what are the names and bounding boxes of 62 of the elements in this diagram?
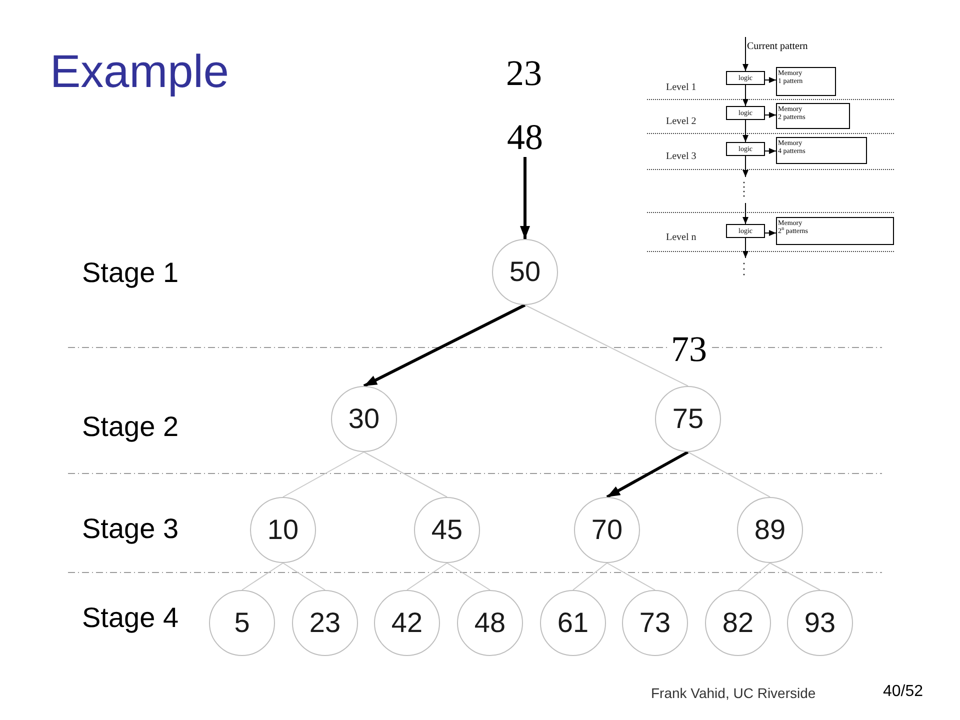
level-label: Level 3 xyxy=(666,151,698,163)
node-value: 50 xyxy=(509,256,541,288)
arrow xyxy=(742,36,748,72)
stage-label: Stage 3 xyxy=(82,513,180,545)
arrow xyxy=(742,202,748,224)
arrow xyxy=(363,304,526,388)
memory-block xyxy=(776,67,836,96)
level-label: Level 1 xyxy=(666,82,698,94)
node-value: 42 xyxy=(391,607,423,639)
memory-block xyxy=(776,137,867,164)
number-label: 23 xyxy=(505,53,543,93)
stage-label: Stage 2 xyxy=(82,411,180,443)
node-value: 73 xyxy=(639,607,671,639)
node-value: 61 xyxy=(557,607,589,639)
arrow xyxy=(764,148,776,154)
connector-line xyxy=(282,452,364,498)
connector-line xyxy=(406,562,448,590)
node-value: 89 xyxy=(754,514,786,546)
connector-line xyxy=(446,562,490,590)
logic-block xyxy=(726,106,765,120)
connector-line xyxy=(770,562,820,590)
arrow xyxy=(764,77,776,83)
node-value: 23 xyxy=(309,607,341,639)
page-number: 40/52 xyxy=(883,682,924,702)
arrow xyxy=(742,238,748,258)
connector-line xyxy=(688,452,770,498)
arrow xyxy=(742,84,748,106)
slide-title: Example xyxy=(50,44,229,98)
input-caption: Current pattern xyxy=(745,37,815,56)
node-value: 10 xyxy=(267,514,299,546)
connector-line xyxy=(524,304,688,386)
connector-line xyxy=(606,562,656,590)
stage-label: Stage 4 xyxy=(82,602,180,634)
connector-line xyxy=(282,562,326,590)
node-value: 48 xyxy=(474,607,506,639)
node-value: 5 xyxy=(234,607,250,639)
arrow xyxy=(764,112,776,118)
memory-block xyxy=(776,217,894,245)
node-value: 75 xyxy=(672,403,704,435)
arrow xyxy=(606,450,689,498)
input-number: 48 xyxy=(502,117,548,157)
node-value: 70 xyxy=(591,514,623,546)
connector-line xyxy=(242,562,284,590)
logic-block xyxy=(726,71,765,85)
connector-line xyxy=(364,452,448,498)
level-label: Level 2 xyxy=(666,116,698,128)
logic-block xyxy=(726,224,765,238)
arrow xyxy=(742,156,748,178)
memory-block xyxy=(776,103,850,129)
node-value: 93 xyxy=(804,607,836,639)
connector-line xyxy=(572,562,608,590)
level-label: Level n xyxy=(666,232,698,244)
arrow xyxy=(742,120,748,142)
node-value: 82 xyxy=(722,607,754,639)
node-value: 30 xyxy=(348,403,380,435)
stage-label: Stage 1 xyxy=(82,257,180,289)
author-credit: Frank Vahid, UC Riverside xyxy=(651,684,817,702)
arrow xyxy=(764,230,776,236)
node-value: 45 xyxy=(431,514,463,546)
connector-line xyxy=(738,562,770,590)
arrow xyxy=(520,157,530,239)
logic-block xyxy=(726,142,765,156)
